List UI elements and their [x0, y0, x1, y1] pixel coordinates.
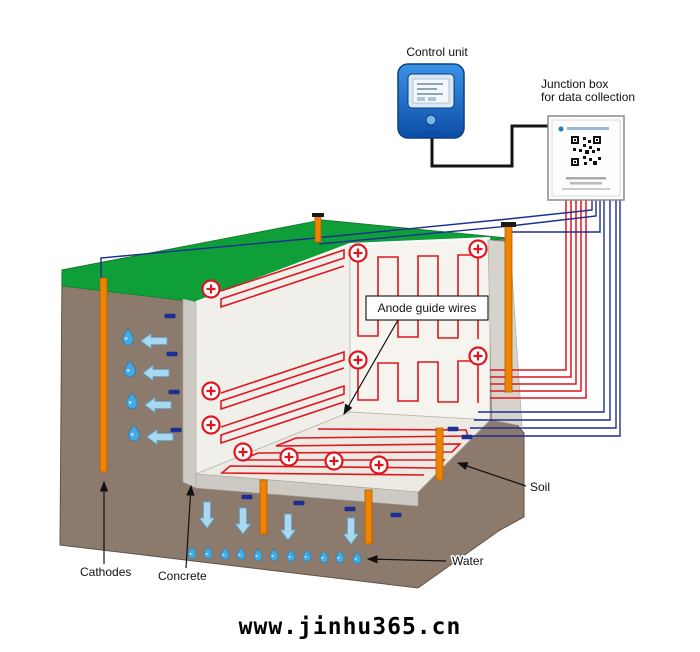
junction-box-text-line — [562, 188, 610, 190]
wire-blue-right-bundle — [466, 200, 621, 437]
concrete-edge-front-strip — [195, 473, 419, 507]
rod-cap-right — [501, 222, 516, 227]
wire-blue-top — [100, 200, 601, 281]
anode-wire-band-lower — [220, 384, 345, 445]
water-pointer-arrow — [366, 555, 447, 564]
cathode-rod-right-block — [435, 427, 444, 481]
anode-icon — [233, 442, 253, 462]
minus-icon — [164, 313, 176, 319]
anode-icon — [468, 239, 488, 259]
anode-icon — [348, 243, 368, 263]
soil-pointer-arrow — [456, 462, 527, 487]
minus-icon — [447, 426, 459, 432]
cathodes-label: Cathodes — [80, 565, 131, 579]
minus-icon — [168, 389, 180, 395]
wire-red-bundle — [490, 200, 587, 399]
minus-icon — [241, 494, 253, 500]
cathode-rod-left — [99, 277, 108, 473]
minus-icon — [390, 512, 402, 518]
control-unit-button — [425, 114, 437, 126]
junction-box-text-line — [570, 182, 602, 185]
junction-box-title-line — [567, 127, 609, 130]
minus-icon — [461, 434, 473, 440]
anode-wire-band-middle — [220, 350, 345, 411]
cathode-rod-front-2 — [364, 489, 373, 545]
anode-icon — [468, 346, 488, 366]
junction-box-text-line — [566, 177, 606, 180]
minus-icon — [166, 351, 178, 357]
cathode-rod-front-1 — [259, 479, 268, 535]
control-unit-label: Control unit — [406, 45, 468, 59]
junction-box-label-line2: for data collection — [541, 90, 635, 104]
junction-box-label-line1: Junction box — [541, 77, 608, 91]
water-label: Water — [452, 554, 484, 568]
minus-icon — [344, 506, 356, 512]
concrete-pointer-arrow — [185, 484, 195, 569]
anode-icon — [279, 447, 299, 467]
concrete-edge-left-strip — [182, 298, 197, 489]
concrete-label: Concrete — [158, 569, 207, 583]
anode-icon — [348, 350, 368, 370]
rod-cap-peg — [312, 213, 324, 217]
anode-icon — [201, 279, 221, 299]
anode-guide-wires-pointer-arrow — [343, 319, 399, 416]
soil-label: Soil — [530, 480, 550, 494]
anode-icon — [369, 455, 389, 475]
cathode-rod-right — [504, 225, 513, 393]
anode-guide-wires-callout: Anode guide wires — [343, 295, 489, 416]
anode-wire-band-top — [220, 248, 345, 309]
anode-guide-wires-label: Anode guide wires — [378, 301, 477, 315]
anode-icon — [201, 381, 221, 401]
junction-box-logo-dot — [558, 126, 564, 132]
watermark-text: www.jinhu365.cn — [239, 614, 462, 640]
qr-code — [569, 134, 603, 168]
right-wall-concrete-face — [349, 237, 491, 421]
minus-icon — [170, 427, 182, 433]
junction-box — [547, 115, 625, 201]
cathode-rod-top-peg — [314, 215, 322, 243]
minus-icon — [293, 500, 305, 506]
cathode-rods — [99, 215, 513, 545]
wire-black-control-to-junction — [430, 124, 548, 168]
anode-icon — [201, 415, 221, 435]
anode-icon — [324, 451, 344, 471]
control-unit-device — [397, 63, 465, 139]
anode-wire-rightwall-lower — [357, 360, 479, 403]
